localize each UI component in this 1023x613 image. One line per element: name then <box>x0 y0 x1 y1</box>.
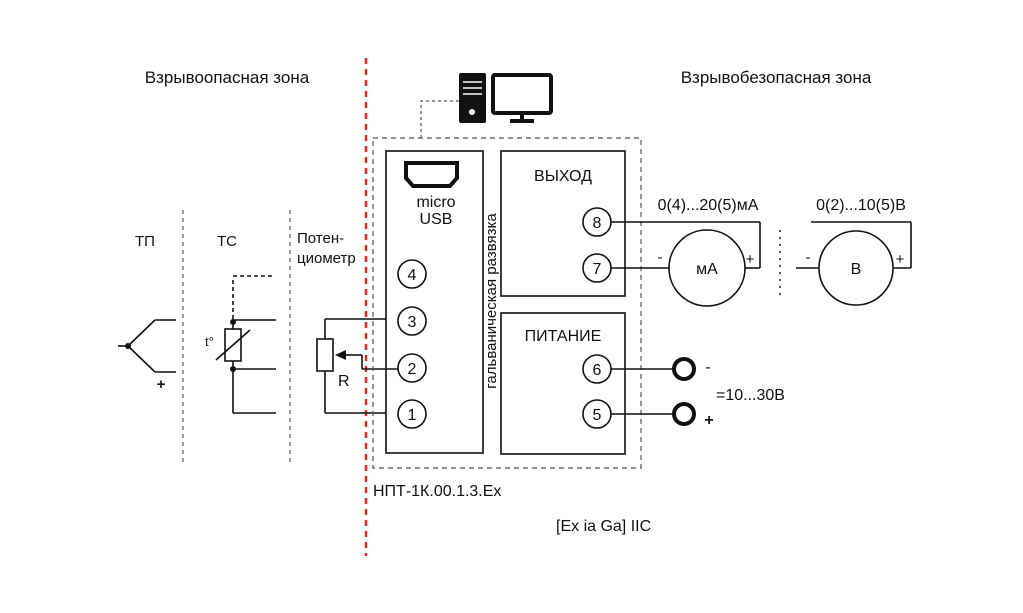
power-plus-terminal <box>672 402 696 426</box>
voltmeter: В <box>818 230 894 306</box>
terminal-2-label: 2 <box>408 361 417 378</box>
terminal-7-label: 7 <box>593 261 602 278</box>
tp-plus-sign: + <box>157 376 166 393</box>
terminal-3-label: 3 <box>408 314 417 331</box>
pc-tower-icon <box>459 73 486 123</box>
terminal-4-label: 4 <box>408 267 417 284</box>
v-plus-sign: + <box>896 251 905 268</box>
galvanic-isolation-label: гальваническая развязка <box>483 213 500 389</box>
output-block <box>500 150 626 297</box>
thermocouple-symbol <box>118 319 176 373</box>
monitor-icon <box>491 73 553 123</box>
power-minus-sign: - <box>705 359 710 376</box>
power-supply-wiring <box>611 368 674 415</box>
power-plus-sign: + <box>704 412 713 429</box>
usb-label-line1: micro <box>416 194 455 211</box>
terminal-6: 6 <box>582 354 612 384</box>
hazardous-zone-label: Взрывоопасная зона <box>145 68 310 87</box>
usb-connection-line <box>420 100 459 138</box>
tp-label: ТП <box>135 233 155 250</box>
rtd-top-dot <box>230 319 236 325</box>
micro-usb-port-icon <box>404 161 459 188</box>
device-enclosure <box>372 137 642 469</box>
milliammeter-label: мА <box>696 261 718 278</box>
power-block-title: ПИТАНИЕ <box>525 328 602 345</box>
terminal-8-label: 8 <box>593 215 602 232</box>
terminal-5-label: 5 <box>593 407 602 424</box>
milliammeter: мА <box>668 229 746 307</box>
pot-label-line1: Потен- <box>297 230 344 247</box>
voltage-output-wiring <box>796 221 912 269</box>
pot-label-line2: циометр <box>297 250 356 267</box>
rtd-temp-symbol: t° <box>205 334 214 349</box>
device-model-label: НПТ-1К.00.1.3.Ex <box>373 483 501 500</box>
ma-plus-sign: + <box>746 251 755 268</box>
terminal-3: 3 <box>397 306 427 336</box>
current-output-wiring <box>611 221 761 269</box>
power-voltage-label: =10...30В <box>716 387 785 404</box>
terminal-1-label: 1 <box>408 407 417 424</box>
terminal-4: 4 <box>397 259 427 289</box>
thermocouple-junction-dot <box>125 343 131 349</box>
power-block <box>500 312 626 455</box>
terminal-1: 1 <box>397 399 427 429</box>
potentiometer-r-label: R <box>338 373 350 390</box>
input-block <box>385 150 484 454</box>
rtd-symbol <box>215 275 276 414</box>
output-block-title: ВЫХОД <box>534 168 592 185</box>
voltmeter-label: В <box>851 261 862 278</box>
terminal-5: 5 <box>582 399 612 429</box>
safe-zone-label: Взрывобезопасная зона <box>681 68 872 87</box>
ex-marking-label: [Ex ia Ga] IIC <box>556 518 651 535</box>
ma-minus-sign: - <box>658 249 663 266</box>
terminal-2: 2 <box>397 353 427 383</box>
rtd-bottom-dot <box>230 366 236 372</box>
potentiometer-symbol <box>316 318 398 414</box>
usb-label-line2: USB <box>420 211 453 228</box>
terminal-6-label: 6 <box>593 362 602 379</box>
terminal-8: 8 <box>582 207 612 237</box>
v-minus-sign: - <box>806 249 811 266</box>
potentiometer-wiper-arrow <box>335 350 346 360</box>
power-minus-terminal <box>672 357 696 381</box>
terminal-7: 7 <box>582 253 612 283</box>
voltage-range-label: 0(2)...10(5)В <box>816 197 906 214</box>
current-range-label: 0(4)...20(5)мА <box>658 197 759 214</box>
tc-label: ТС <box>217 233 237 250</box>
